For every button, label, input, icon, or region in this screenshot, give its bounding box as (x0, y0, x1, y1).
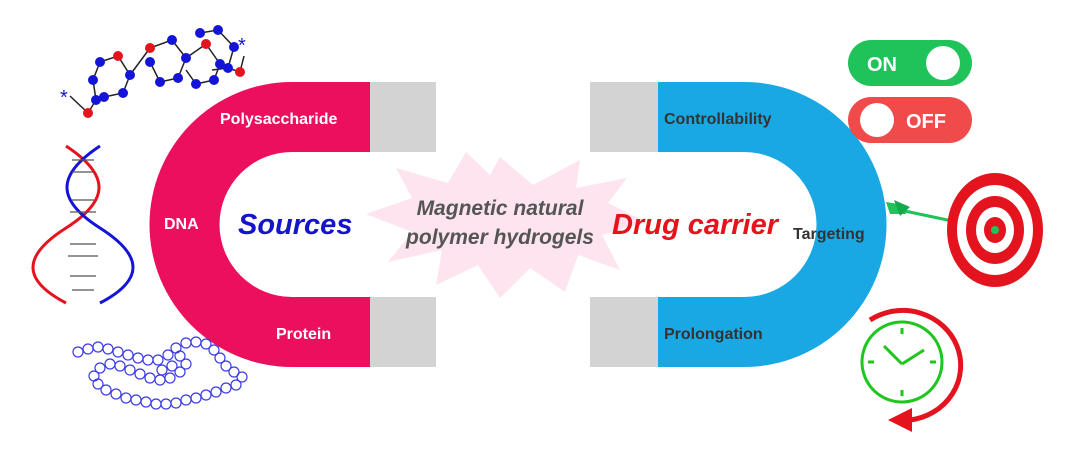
label-polysaccharide: Polysaccharide (220, 111, 338, 128)
center-starburst (366, 152, 646, 298)
left-magnet-pole-bottom (370, 297, 436, 367)
protein-chain-icon (72, 336, 248, 410)
dna-helix-icon (31, 144, 135, 305)
toggle-off-icon: OFF (848, 97, 972, 143)
toggle-on-label: ON (867, 54, 897, 76)
left-magnet-body (149, 82, 370, 367)
right-magnet-pole-top (590, 82, 658, 152)
right-magnet-body (658, 82, 887, 367)
polymer-star-right: * (238, 35, 246, 57)
left-magnet-pole-top (370, 82, 436, 152)
label-dna: DNA (164, 216, 199, 233)
left-magnet (149, 82, 436, 367)
label-prolongation: Prolongation (664, 326, 763, 343)
label-protein: Protein (276, 326, 331, 343)
drug-carrier-title: Drug carrier (612, 209, 780, 241)
label-targeting: Targeting (793, 226, 865, 243)
center-title-line1: Magnetic natural (417, 197, 585, 220)
polymer-star-left: * (60, 87, 68, 109)
clock-icon (860, 307, 964, 432)
center-title-line2: polymer hydrogels (405, 226, 594, 249)
label-controllability: Controllability (664, 111, 772, 128)
sources-title: Sources (238, 209, 352, 241)
toggle-on-icon: ON (848, 40, 972, 86)
target-icon (947, 173, 1043, 287)
right-magnet (590, 82, 887, 367)
right-magnet-pole-bottom (590, 297, 658, 367)
toggle-off-label: OFF (906, 111, 946, 133)
polysaccharide-chain-icon (69, 25, 245, 118)
